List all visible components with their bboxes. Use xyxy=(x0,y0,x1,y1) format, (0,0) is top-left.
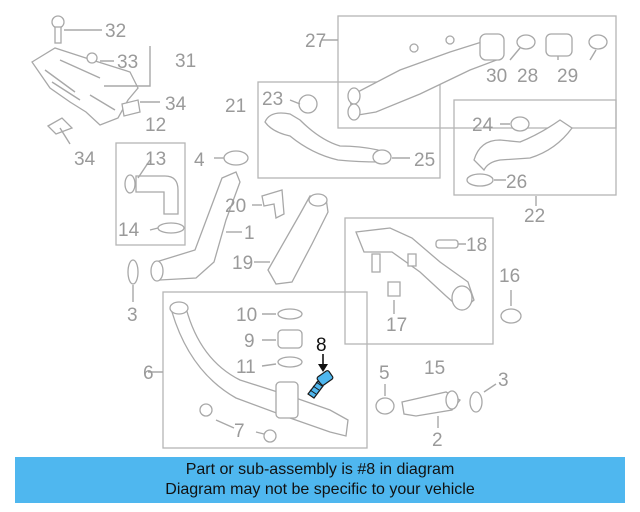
callout-9: 9 xyxy=(244,331,255,352)
callout-1: 1 xyxy=(244,223,255,244)
group-box-21 xyxy=(257,81,441,179)
group-box-15 xyxy=(344,217,494,345)
callout-28: 28 xyxy=(517,66,538,87)
callout-20: 20 xyxy=(225,196,246,217)
callout-17: 17 xyxy=(386,315,407,336)
oring-3 xyxy=(127,259,139,285)
parts-diagram: 32 33 31 34 12 34 13 14 4 1 3 23 21 25 xyxy=(31,15,617,451)
callout-3-right: 3 xyxy=(498,370,509,391)
callout-26: 26 xyxy=(506,172,527,193)
callout-6: 6 xyxy=(143,363,154,384)
callout-22: 22 xyxy=(524,206,545,227)
callout-13: 13 xyxy=(145,149,166,170)
callout-11: 11 xyxy=(236,357,256,378)
callout-34-right: 34 xyxy=(165,94,187,115)
parts-9-10-11 xyxy=(261,308,303,368)
oring-16 xyxy=(500,308,522,324)
hose-1 xyxy=(150,171,242,282)
group-box-22 xyxy=(453,99,617,196)
callout-30: 30 xyxy=(486,66,507,87)
callout-15: 15 xyxy=(424,358,445,379)
info-banner: Part or sub-assembly is #8 in diagram Di… xyxy=(15,457,625,503)
callout-8: 8 xyxy=(316,335,327,356)
callout-32: 32 xyxy=(105,21,126,42)
callout-33: 33 xyxy=(117,52,138,73)
hose-assembly-21 xyxy=(264,94,410,165)
callout-10: 10 xyxy=(236,305,257,326)
pipe-assembly-15 xyxy=(355,227,475,314)
callout-21: 21 xyxy=(225,96,246,117)
banner-line-2: Diagram may not be specific to your vehi… xyxy=(165,481,475,498)
oring-3-right xyxy=(469,383,497,413)
group-box-6 xyxy=(162,291,368,449)
pipe-19 xyxy=(254,193,329,285)
group-box-27 xyxy=(337,15,617,129)
group-box-13-14 xyxy=(115,142,186,246)
clamp-5 xyxy=(375,384,395,415)
callout-19: 19 xyxy=(232,253,253,274)
banner-line-1: Part or sub-assembly is #8 in diagram xyxy=(185,461,455,478)
callout-29: 29 xyxy=(557,66,578,87)
bracket-20 xyxy=(252,189,285,219)
callout-25: 25 xyxy=(414,150,435,171)
callout-5: 5 xyxy=(379,363,390,384)
callout-31: 31 xyxy=(175,51,196,72)
callout-24: 24 xyxy=(472,115,494,136)
lower-pipe-6 xyxy=(148,301,349,443)
callout-3-left: 3 xyxy=(127,305,138,326)
parts-28-29-30 xyxy=(322,33,608,61)
callout-34-left: 34 xyxy=(74,149,96,170)
callout-4: 4 xyxy=(194,150,205,171)
callout-14: 14 xyxy=(118,220,140,241)
callout-18: 18 xyxy=(466,235,487,256)
bracket-assembly xyxy=(31,15,160,145)
bolt-8-highlighted xyxy=(307,354,334,399)
callout-23: 23 xyxy=(262,89,283,110)
elbow-hose-13 xyxy=(124,159,185,234)
hose-assembly-22 xyxy=(466,116,573,206)
clamp-4 xyxy=(214,150,249,166)
callout-2: 2 xyxy=(432,430,443,451)
callout-27: 27 xyxy=(305,31,326,52)
intake-pipe-27 xyxy=(347,33,505,121)
callout-16: 16 xyxy=(499,266,520,287)
callout-7: 7 xyxy=(234,421,245,442)
callout-12: 12 xyxy=(145,115,166,136)
hose-2 xyxy=(401,390,461,428)
